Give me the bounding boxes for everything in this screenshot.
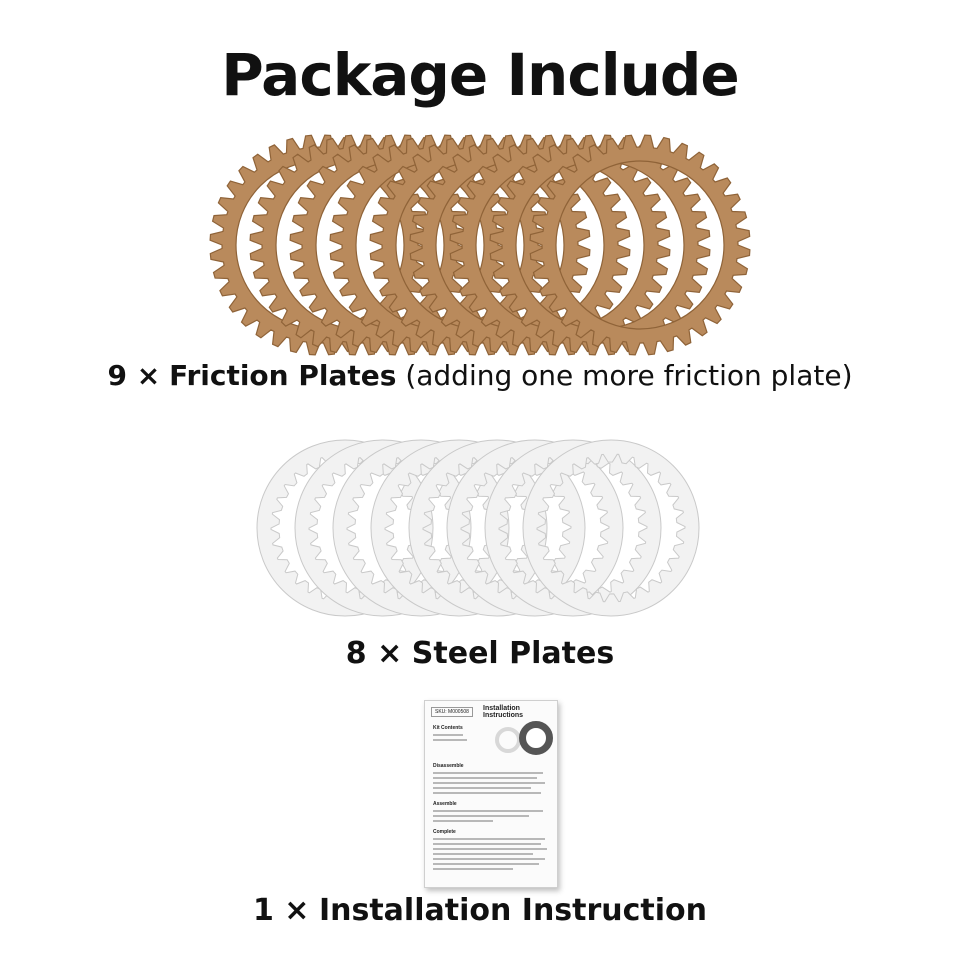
- steel-ring-thumbnail: [495, 727, 521, 753]
- friction-plates-caption: 9 × Friction Plates (adding one more fri…: [0, 358, 960, 394]
- friction-plate: [529, 134, 751, 356]
- steel-plates-caption: 8 × Steel Plates: [0, 636, 960, 672]
- sheet-section-disassemble: Disassemble: [433, 763, 464, 769]
- steel-plates-name: Steel Plates: [411, 636, 615, 671]
- friction-plates-image: [209, 134, 751, 356]
- instruction-name: Installation Instruction: [318, 893, 708, 928]
- instruction-sku: SKU: M000508: [431, 707, 473, 717]
- sheet-section-kit: Kit Contents: [433, 725, 463, 731]
- sheet-section-assemble: Assemble: [433, 801, 457, 807]
- friction-ring-thumbnail: [519, 721, 553, 755]
- steel-plate: [484, 439, 662, 617]
- friction-plates-qty: 9 ×: [107, 359, 161, 392]
- steel-plates-qty: 8 ×: [345, 636, 403, 671]
- friction-plates-name: Friction Plates: [169, 359, 397, 392]
- instruction-sheet-image: SKU: M000508 Installation Instructions K…: [424, 700, 558, 888]
- sheet-section-complete: Complete: [433, 829, 456, 835]
- instruction-qty: 1 ×: [252, 893, 310, 928]
- page-title: Package Include: [221, 41, 740, 109]
- friction-plates-note: (adding one more friction plate): [405, 359, 853, 392]
- instruction-heading: Installation Instructions: [483, 705, 524, 719]
- steel-plate: [522, 439, 700, 617]
- instruction-caption: 1 × Installation Instruction: [0, 893, 960, 929]
- steel-plates-image: [256, 439, 700, 617]
